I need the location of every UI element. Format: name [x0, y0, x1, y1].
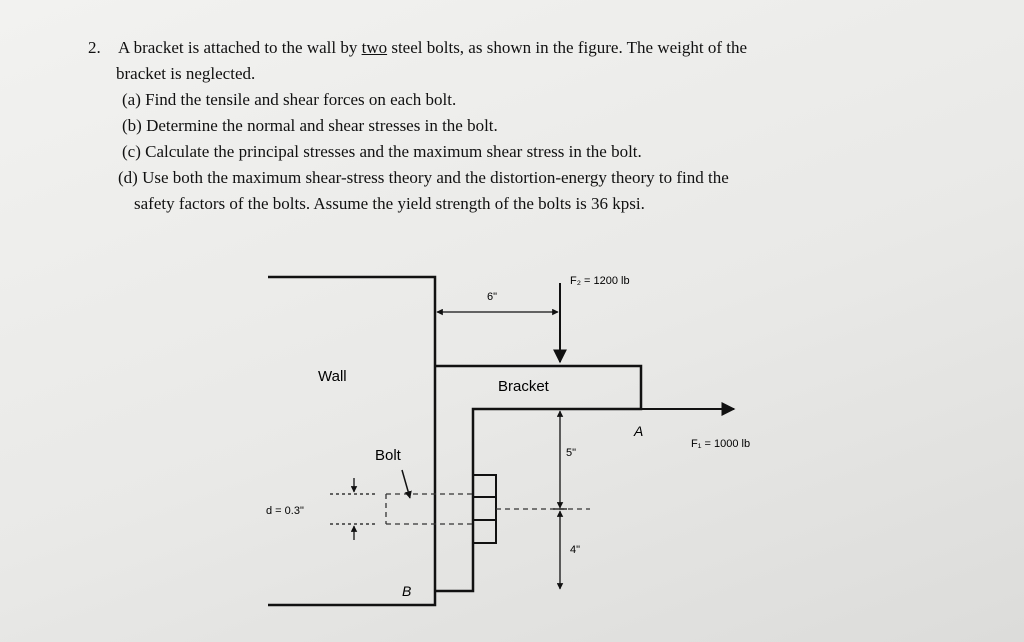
part-b: (b) Determine the normal and shear stres…	[122, 114, 498, 138]
intro-pre: A bracket is attached to the wall by	[118, 38, 358, 57]
bolt-shank	[385, 493, 590, 525]
force-f2-label: F₂ = 1200 lb	[570, 275, 630, 287]
part-b-label: (b)	[122, 116, 142, 135]
part-a-label: (a)	[122, 90, 141, 109]
part-c-label: (c)	[122, 142, 141, 161]
intro-emphasis: two	[361, 38, 388, 57]
part-c: (c) Calculate the principal stresses and…	[122, 140, 642, 164]
part-c-text: Calculate the principal stresses and the…	[145, 142, 642, 161]
part-d: (d) Use both the maximum shear-stress th…	[118, 166, 729, 190]
dim-5-label: 5"	[566, 447, 576, 459]
force-f1-label: F₁ = 1000 lb	[691, 438, 750, 450]
wall	[268, 275, 437, 607]
dim-d-label: d = 0.3"	[266, 505, 304, 517]
problem-number: 2.	[88, 38, 101, 57]
bracket-label: Bracket	[498, 378, 550, 395]
dim-4-label: 4"	[570, 544, 580, 556]
dimension-bolt-diameter	[330, 478, 378, 540]
dim-6-label: 6"	[487, 291, 497, 303]
part-d-label: (d)	[118, 168, 138, 187]
intro-line-2: bracket is neglected.	[116, 64, 256, 83]
wall-label: Wall	[318, 368, 347, 385]
part-d-continued: safety factors of the bolts. Assume the …	[134, 194, 645, 213]
point-b-label: B	[402, 583, 411, 599]
intro-line-1: A bracket is attached to the wall by two…	[118, 36, 747, 60]
part-b-text: Determine the normal and shear stresses …	[146, 116, 498, 135]
dimension-vertical	[553, 410, 567, 590]
bolt-leader-arrow	[401, 469, 412, 499]
part-a-text: Find the tensile and shear forces on eac…	[145, 90, 457, 109]
bracket	[435, 364, 643, 593]
point-a-label: A	[633, 423, 643, 439]
part-d-text: Use both the maximum shear-stress theory…	[142, 168, 729, 187]
bolt-label: Bolt	[375, 447, 402, 464]
intro-post: steel bolts, as shown in the figure. The…	[391, 38, 748, 57]
part-a: (a) Find the tensile and shear forces on…	[122, 88, 456, 112]
bolt-head	[472, 474, 497, 544]
